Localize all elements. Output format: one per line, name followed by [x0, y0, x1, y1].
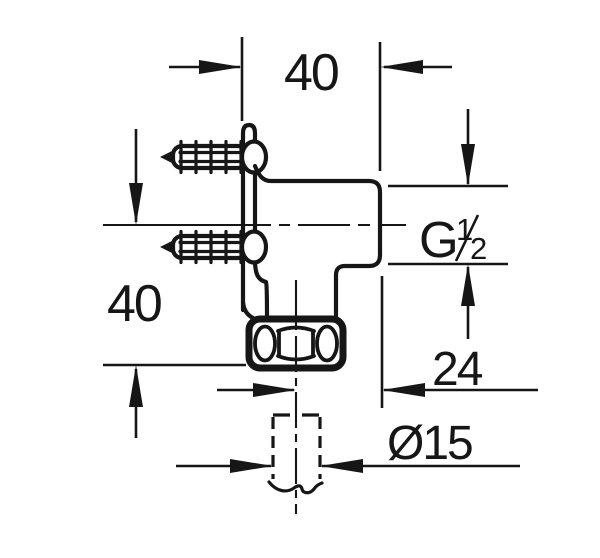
- nut-right-facet: [315, 324, 339, 363]
- thread-fraction-denominator: 2: [470, 231, 486, 266]
- dim-left-height-label: 40: [107, 275, 161, 333]
- flange-outline: [240, 122, 258, 313]
- mounting-screw-bottom: [160, 229, 269, 265]
- arrowhead-left-icon: [380, 60, 423, 74]
- screw-thread-ticks: [179, 229, 243, 265]
- dim-top-width: 40: [169, 37, 452, 171]
- arrowhead-left-icon: [382, 383, 425, 397]
- dim-offset-label: 24: [432, 343, 483, 396]
- arrowhead-up-icon: [461, 264, 475, 306]
- dim-pipe-diameter: Ø15: [176, 417, 520, 473]
- thread-fraction-slash: [454, 214, 480, 262]
- screw-thread-ticks: [179, 139, 243, 175]
- dim-diameter-label: Ø15: [387, 417, 472, 470]
- pipe-break-squiggle: [267, 480, 324, 495]
- body-outline: [252, 163, 383, 321]
- centerlines: [103, 223, 406, 514]
- dim-top-width-label: 40: [284, 44, 338, 102]
- arrowhead-right-icon: [199, 60, 242, 74]
- screw-head: [239, 229, 269, 265]
- dim-offset: 24: [217, 276, 538, 408]
- outlet-left-edge: [252, 257, 270, 321]
- inlet-pipe-dashed: [267, 413, 324, 495]
- mounting-screw-top: [160, 139, 269, 175]
- dim-thread-size: G 1 2: [388, 109, 508, 339]
- dim-left-height: 40: [103, 129, 246, 438]
- arrowhead-right-icon: [230, 459, 273, 473]
- thread-size-label-g: G: [419, 211, 457, 268]
- thread-fraction-numerator: 1: [456, 212, 472, 247]
- arrowhead-down-icon: [129, 183, 143, 225]
- screw-head: [239, 139, 269, 175]
- nut-left-facet: [253, 324, 277, 363]
- arrowhead-down-icon: [461, 144, 475, 186]
- arrowhead-right-icon: [253, 383, 296, 397]
- arrowhead-up-icon: [129, 365, 143, 407]
- valve-body: [252, 163, 383, 321]
- arrowhead-left-icon: [320, 459, 363, 473]
